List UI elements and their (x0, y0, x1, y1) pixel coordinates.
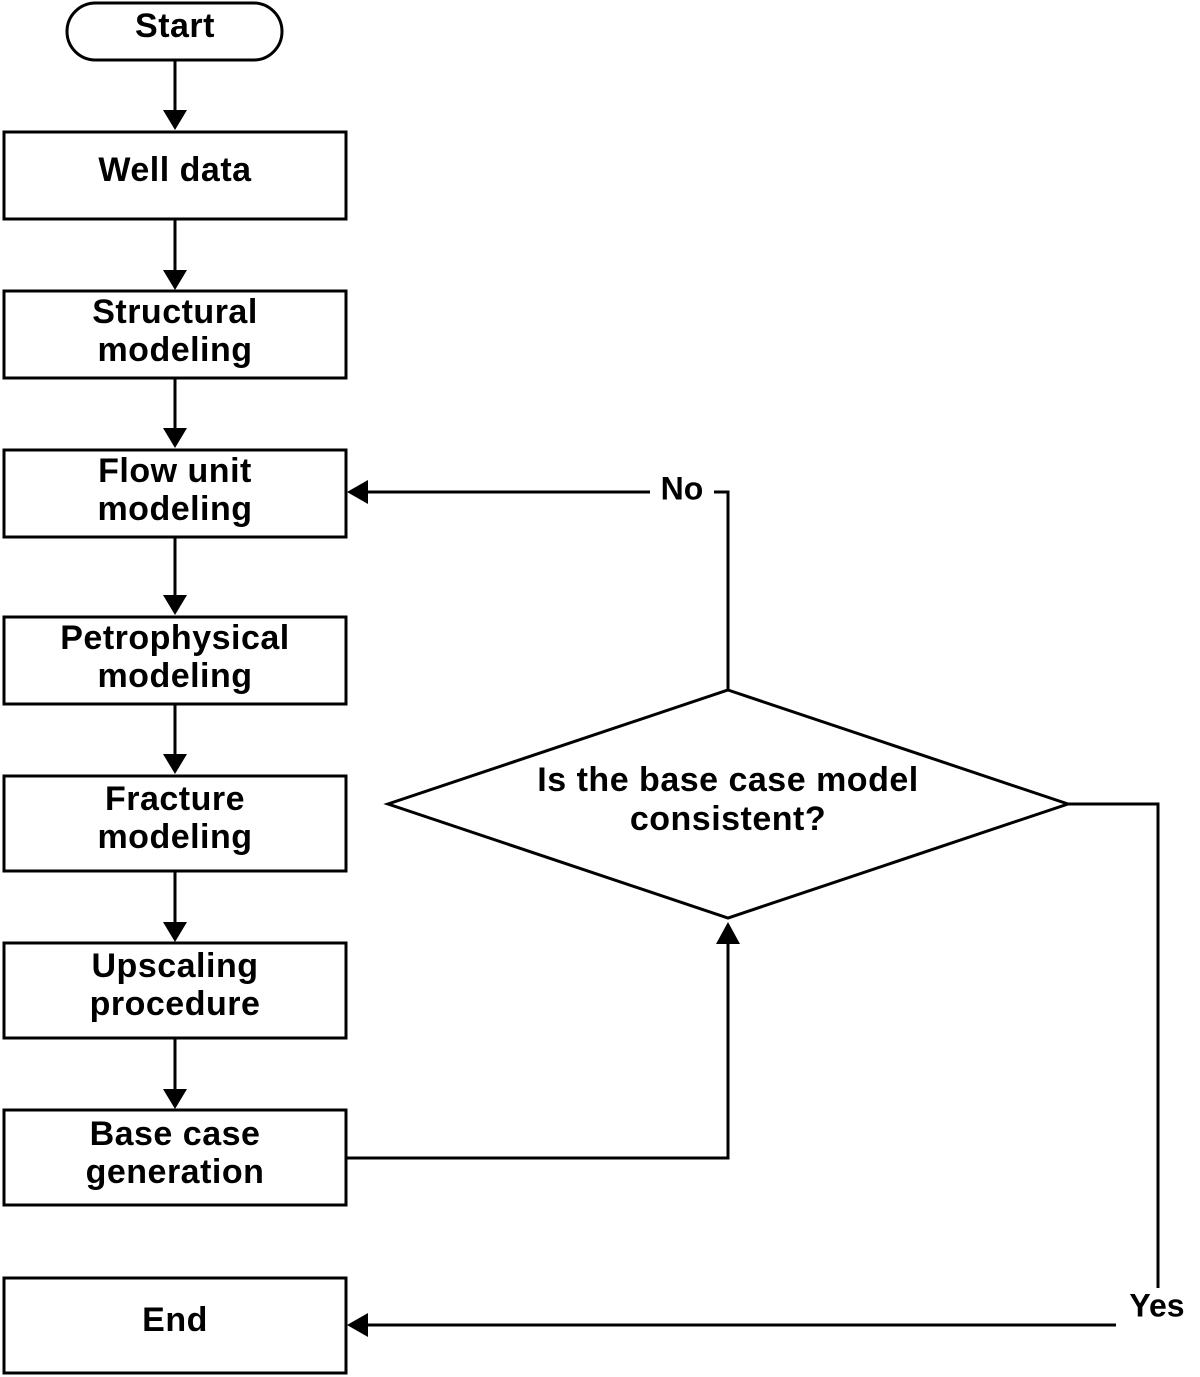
edge-base-case-to-decision (346, 942, 730, 1160)
fracture-modeling-box (2, 774, 348, 873)
yes-label: Yes (1129, 1287, 1184, 1323)
arrowhead-start-to-well-data (163, 110, 187, 130)
edge-decision-yes-to-end (366, 802, 1160, 1327)
fracture-modeling-line2: modeling (97, 818, 252, 856)
node-start: Start (65, 1, 284, 62)
arrowhead-structural-to-flow-unit (163, 428, 187, 448)
end-box (2, 1276, 348, 1375)
no-label: No (661, 470, 704, 506)
node-end: End (2, 1276, 348, 1375)
decision-line1: Is the base case model (537, 761, 918, 799)
arrowhead-upscaling-to-base-case (163, 1089, 187, 1109)
connectors (163, 60, 1160, 1337)
edge-decision-no-to-flow-unit (366, 490, 730, 690)
structural-modeling-box (2, 289, 348, 380)
node-structural-modeling: Structural modeling (2, 289, 348, 380)
upscaling-procedure-line2: procedure (90, 985, 261, 1023)
base-case-generation-line1: Base case (90, 1115, 261, 1153)
structural-modeling-line2: modeling (97, 331, 252, 369)
well-data-label: Well data (98, 151, 252, 189)
arrowhead-decision-yes-to-end (347, 1313, 368, 1337)
flow-unit-modeling-line1: Flow unit (98, 452, 252, 490)
arrowhead-petrophysical-to-fracture (163, 754, 187, 774)
no-label-background (650, 472, 714, 510)
decision-diamond (383, 688, 1073, 920)
node-upscaling-procedure: Upscaling procedure (2, 941, 348, 1040)
fracture-modeling-line1: Fracture (105, 780, 245, 818)
structural-modeling-line1: Structural (92, 293, 258, 331)
end-label: End (142, 1301, 208, 1339)
petrophysical-modeling-line2: modeling (97, 657, 252, 695)
petrophysical-modeling-box (2, 615, 348, 706)
arrowhead-fracture-to-upscaling (163, 922, 187, 942)
start-label: Start (135, 7, 215, 45)
upscaling-procedure-box (2, 941, 348, 1040)
petrophysical-modeling-line1: Petrophysical (60, 619, 289, 657)
node-petrophysical-modeling: Petrophysical modeling (2, 615, 348, 706)
node-base-case-generation: Base case generation (2, 1108, 348, 1207)
upscaling-procedure-line1: Upscaling (92, 947, 259, 985)
flow-unit-modeling-box (2, 448, 348, 539)
arrowhead-well-data-to-structural (163, 270, 187, 290)
arrowhead-base-case-to-decision (716, 922, 740, 944)
base-case-generation-box (2, 1108, 348, 1207)
well-data-box (2, 130, 348, 221)
arrowhead-flow-unit-to-petrophysical (163, 595, 187, 615)
yes-label-background (1116, 1288, 1198, 1328)
node-flow-unit-modeling: Flow unit modeling (2, 448, 348, 539)
node-well-data: Well data (2, 130, 348, 221)
arrowhead-decision-no-to-flow-unit (347, 480, 368, 504)
decision-line2: consistent? (630, 800, 826, 838)
node-decision: Is the base case model consistent? (383, 688, 1073, 920)
base-case-generation-line2: generation (86, 1153, 265, 1191)
edge-labels: No Yes (650, 470, 1198, 1328)
flow-unit-modeling-line2: modeling (97, 490, 252, 528)
start-terminator (65, 1, 284, 62)
node-fracture-modeling: Fracture modeling (2, 774, 348, 873)
